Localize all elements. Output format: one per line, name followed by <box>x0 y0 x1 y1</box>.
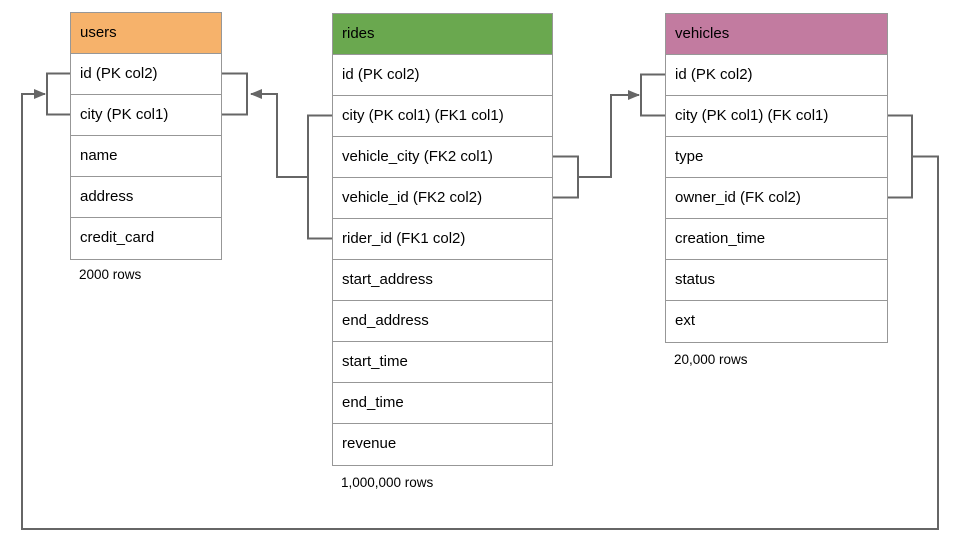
fk2-rides-bracket <box>553 155 579 199</box>
fk-vehicles-bracket <box>888 114 913 199</box>
users-column-row: id (PK col2) <box>71 54 221 95</box>
rides-table-header: rides <box>333 14 552 55</box>
fk1-users-bracket <box>222 72 248 116</box>
vehicles-row-count: 20,000 rows <box>674 352 748 367</box>
fk1-rides-bracket <box>307 114 332 240</box>
rides-column-row: vehicle_city (FK2 col1) <box>333 137 552 178</box>
rides-table: rides id (PK col2) city (PK col1) (FK1 c… <box>332 13 553 466</box>
fk2-connector-rides-to-vehicles <box>578 90 640 178</box>
vehicles-column-row: id (PK col2) <box>666 55 887 96</box>
rides-column-row: start_time <box>333 342 552 383</box>
rides-row-count: 1,000,000 rows <box>341 475 434 490</box>
users-column-row: address <box>71 177 221 218</box>
rides-column-row: rider_id (FK1 col2) <box>333 219 552 260</box>
users-table-header: users <box>71 13 221 54</box>
fk2-vehicles-bracket <box>640 73 665 117</box>
rides-column-row: start_address <box>333 260 552 301</box>
rides-column-row: end_address <box>333 301 552 342</box>
users-row-count: 2000 rows <box>79 267 142 282</box>
vehicles-table-header: vehicles <box>666 14 887 55</box>
vehicles-column-row: type <box>666 137 887 178</box>
vehicles-column-row: city (PK col1) (FK col1) <box>666 96 887 137</box>
vehicles-table: vehicles id (PK col2) city (PK col1) (FK… <box>665 13 888 343</box>
rides-column-row: city (PK col1) (FK1 col1) <box>333 96 552 137</box>
users-column-row: city (PK col1) <box>71 95 221 136</box>
users-column-row: name <box>71 136 221 177</box>
users-column-row: credit_card <box>71 218 221 259</box>
rides-column-row: end_time <box>333 383 552 424</box>
rides-column-row: revenue <box>333 424 552 465</box>
vehicles-column-row: creation_time <box>666 219 887 260</box>
users-table: users id (PK col2) city (PK col1) name a… <box>70 12 222 260</box>
vehicles-column-row: status <box>666 260 887 301</box>
rides-column-row: vehicle_id (FK2 col2) <box>333 178 552 219</box>
fk-connector-vehicles-to-users <box>21 89 939 530</box>
fk1-connector-rides-to-users <box>250 89 308 178</box>
vehicles-column-row: owner_id (FK col2) <box>666 178 887 219</box>
rides-column-row: id (PK col2) <box>333 55 552 96</box>
fk-users-bracket <box>46 72 70 116</box>
vehicles-column-row: ext <box>666 301 887 342</box>
